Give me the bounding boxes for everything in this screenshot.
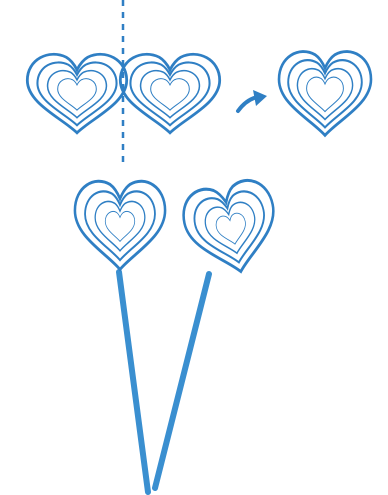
lollipop-heart-left — [75, 181, 165, 269]
curved-arrow-icon — [238, 90, 267, 111]
lollipop-heart-right — [178, 176, 285, 281]
stem-right — [155, 274, 209, 488]
folded-heart — [279, 52, 371, 136]
lollipop-stems — [119, 272, 209, 492]
double-heart-right — [120, 54, 219, 132]
double-heart-left — [27, 54, 126, 132]
stem-left — [119, 272, 148, 492]
